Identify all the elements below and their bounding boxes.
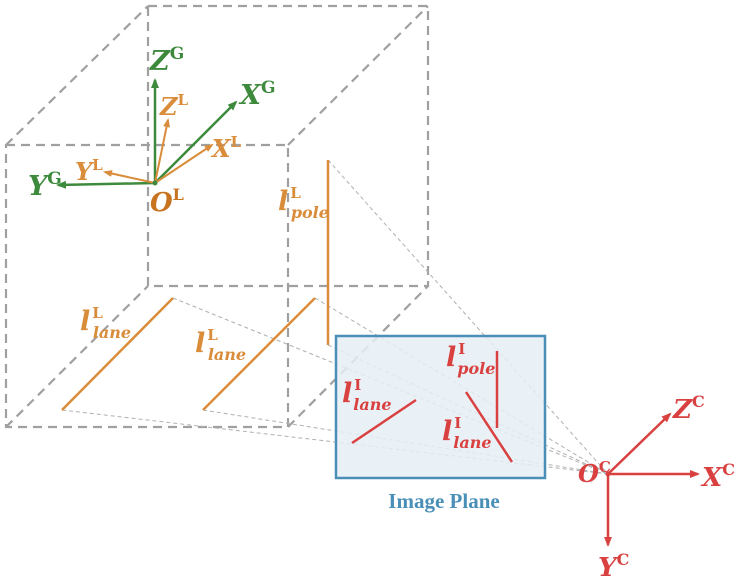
camera-z-label: ZC xyxy=(672,392,705,425)
camera-origin-dot xyxy=(605,471,611,477)
global-y-label: YG xyxy=(28,169,62,202)
lidar-y-label: YL xyxy=(75,156,103,186)
image-plane-title: Image Plane xyxy=(388,489,499,513)
global-x-axis xyxy=(154,100,238,184)
global-x-label: XG xyxy=(238,78,275,111)
lane-line-lidar-1 xyxy=(61,297,174,411)
lidar-y-axis xyxy=(103,170,156,184)
lidar-x-axis xyxy=(154,143,214,184)
camera-axes xyxy=(604,412,700,547)
lane-line-image-1 xyxy=(351,398,417,445)
global-y-axis xyxy=(56,180,156,189)
lidar-lines xyxy=(61,160,330,411)
global-axes xyxy=(56,78,238,189)
dashed-cube xyxy=(4,4,430,429)
lidar-axes xyxy=(103,118,214,184)
image-plane xyxy=(334,334,547,480)
camera-z-axis xyxy=(607,412,672,475)
lidar-z-label: ZL xyxy=(159,91,189,121)
lidar-origin-label: OL xyxy=(150,185,184,218)
camera-origin-label: OC xyxy=(578,458,611,488)
lidar-z-axis xyxy=(154,118,171,184)
lidar-x-label: XL xyxy=(210,133,242,163)
camera-y-label: YC xyxy=(598,550,629,580)
global-z-label: ZG xyxy=(149,44,184,77)
camera-x-label: XC xyxy=(700,460,735,493)
lane-line-lidar-2 xyxy=(202,297,316,411)
lidar-origin-dot xyxy=(152,180,158,186)
lane-line-image-2 xyxy=(464,391,514,463)
image-lines xyxy=(351,351,514,463)
